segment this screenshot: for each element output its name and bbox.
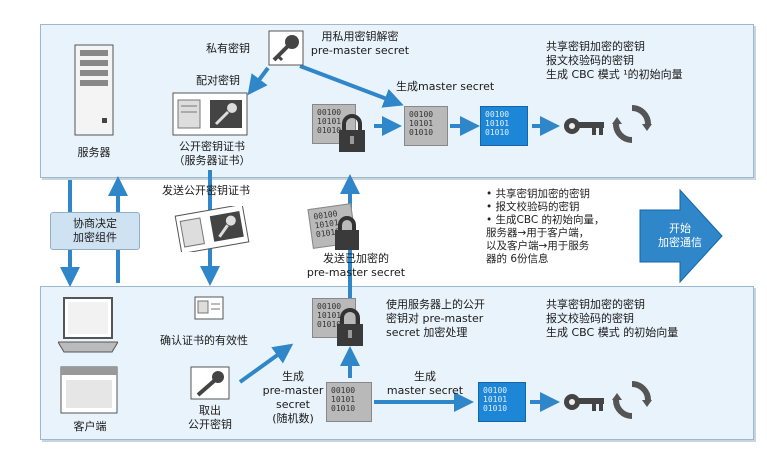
decrypt-label-2: pre-master secret xyxy=(310,44,410,57)
start-label-2: 加密通信 xyxy=(658,236,702,249)
lock-icon xyxy=(335,216,359,250)
window-icon xyxy=(60,366,118,414)
lock-icon xyxy=(337,308,363,346)
start-arrow-shape xyxy=(639,188,723,284)
server-gen-master-label: 生成master secret xyxy=(396,80,495,93)
server-right-label-1: 共享密钥加密的密钥 xyxy=(546,40,645,53)
key-icon xyxy=(268,30,304,66)
client-label: 客户端 xyxy=(73,420,107,433)
server-binary-blue: 00100 10101 01010 xyxy=(480,106,528,146)
public-cert-label-2: （服务器证书） xyxy=(173,154,251,167)
encrypt-label-3: secret 加密处理 xyxy=(386,326,468,339)
certificate-icon xyxy=(194,296,224,320)
server-right-label-2: 报文校验码的密钥 xyxy=(546,54,634,67)
gen-pms-label-3: secret xyxy=(276,398,310,411)
client-pms-binary: 00100 10101 01010 xyxy=(326,382,372,422)
client-gen-master-label-2: master secret xyxy=(386,384,464,397)
gen-pms-label-1: 生成 xyxy=(282,370,304,383)
take-key-arrow xyxy=(238,343,294,384)
cycle-icon xyxy=(612,381,652,419)
client-right-label-1: 共享密钥加密的密钥 xyxy=(546,298,645,311)
lock-icon xyxy=(339,114,365,152)
gen-pms-label-2: pre-master xyxy=(262,384,324,397)
client-panel xyxy=(40,286,754,440)
verify-cert-label: 确认证书的有效性 xyxy=(160,334,248,347)
laptop-icon xyxy=(58,297,118,353)
key-icon xyxy=(564,394,604,411)
negotiate-tag: 协商决定 加密组件 xyxy=(50,212,140,250)
private-to-paired-arrow xyxy=(247,66,270,96)
send-pms-label-2: pre-master secret xyxy=(306,266,406,279)
encrypt-label-1: 使用服务器上的公开 xyxy=(386,298,485,311)
client-gen-master-label-1: 生成 xyxy=(414,370,436,383)
key-icon xyxy=(190,366,230,400)
client-right-label-3: 生成 CBC 模式 的初始向量 xyxy=(546,326,679,339)
client-right-label-2: 报文校验码的密钥 xyxy=(546,312,634,325)
key-icon xyxy=(564,118,604,135)
take-key-label-2: 公开密钥 xyxy=(188,418,232,431)
server-icon xyxy=(74,44,114,136)
certificate-icon xyxy=(174,206,250,252)
server-binary-gray-2: 00100 10101 01010 xyxy=(404,106,448,146)
decrypt-to-master-arrow xyxy=(299,64,404,108)
gen-pms-label-4: (随机数) xyxy=(272,412,314,425)
info-bullets: • 共享密钥加密的密钥 • 报文校验码的密钥 • 生成CBC 的初始向量， 服务… xyxy=(486,188,605,265)
paired-key-label: 配对密钥 xyxy=(196,74,240,87)
send-pms-label-1: 发送已加密的 xyxy=(323,252,389,265)
server-label: 服务器 xyxy=(77,146,111,159)
encrypt-label-2: 密钥对 pre-master xyxy=(386,312,484,325)
send-cert-label: 发送公开密钥证书 xyxy=(162,184,250,197)
take-key-label-1: 取出 xyxy=(199,404,221,417)
server-right-label-3: 生成 CBC 模式 ¹的初始向量 xyxy=(546,68,683,81)
public-cert-label-1: 公开密钥证书 xyxy=(179,140,245,153)
start-label-1: 开始 xyxy=(669,222,691,235)
client-binary-blue: 00100 10101 01010 xyxy=(478,382,526,422)
certificate-icon xyxy=(172,92,248,136)
cycle-icon xyxy=(612,105,652,143)
decrypt-label-1: 用私用密钥解密 xyxy=(321,30,399,43)
private-key-label: 私有密钥 xyxy=(206,42,250,55)
